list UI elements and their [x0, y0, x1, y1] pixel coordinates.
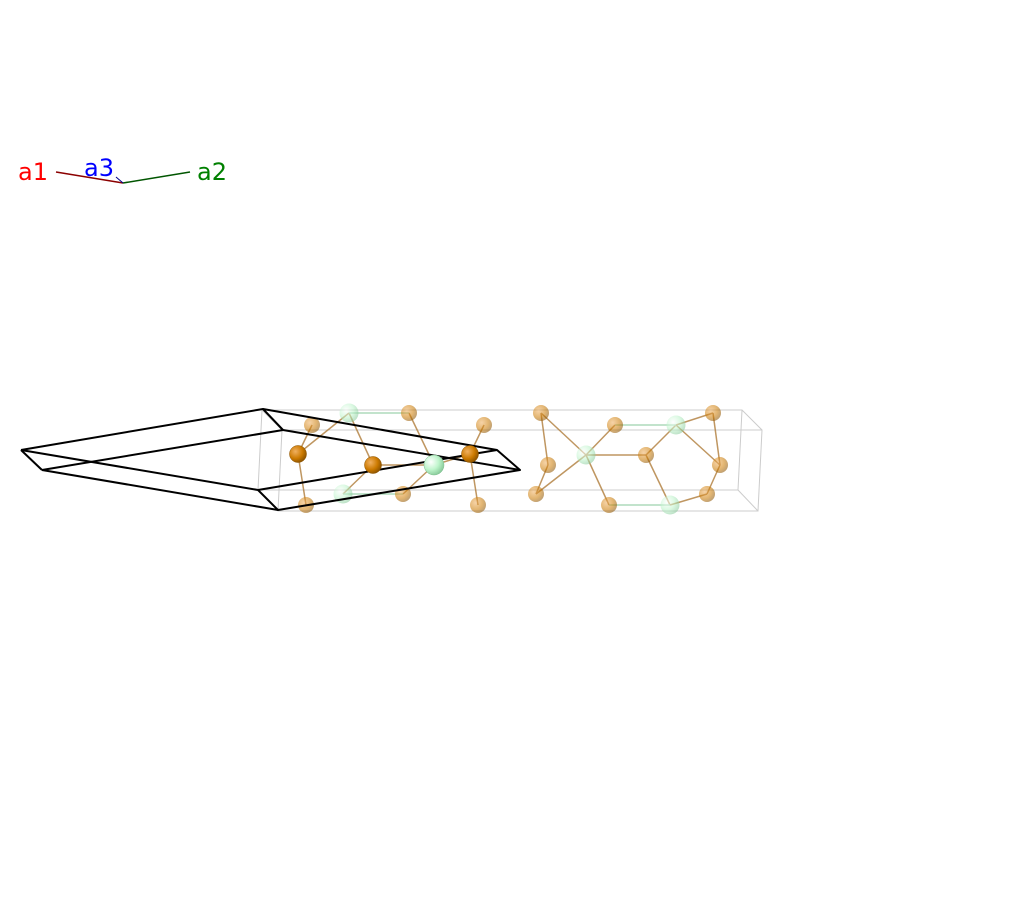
atom-ghost-green: [660, 495, 680, 515]
a1-axis-line: [55, 171, 124, 184]
atom-ghost-orange: [705, 405, 721, 421]
ghost-atoms: [298, 403, 728, 515]
atom-orange[interactable]: [289, 445, 307, 463]
cell-atoms: [289, 445, 479, 476]
atom-ghost-orange: [540, 457, 556, 473]
atom-ghost-green: [666, 415, 686, 435]
unit-cell-wireframe: [20, 408, 521, 511]
atom-ghost-orange: [476, 417, 492, 433]
a3-label: a3: [84, 154, 114, 182]
atom-orange[interactable]: [461, 445, 479, 463]
atom-orange[interactable]: [364, 456, 382, 474]
atom-ghost-orange: [304, 417, 320, 433]
atom-ghost-orange: [601, 497, 617, 513]
axes-triad-icon: a1 a3 a2: [18, 154, 227, 186]
atom-ghost-green: [339, 403, 359, 423]
a3-axis-line: [115, 176, 124, 184]
atom-ghost-orange: [528, 486, 544, 502]
atom-ghost-orange: [638, 447, 654, 463]
atom-ghost-orange: [470, 497, 486, 513]
atom-ghost-orange: [699, 486, 715, 502]
atom-ghost-green: [576, 445, 596, 465]
atom-ghost-orange: [712, 457, 728, 473]
atom-ghost-orange: [607, 417, 623, 433]
a2-axis-line: [122, 171, 191, 184]
a2-label: a2: [197, 158, 227, 186]
atom-green[interactable]: [423, 454, 445, 476]
atom-ghost-orange: [401, 405, 417, 421]
a1-label: a1: [18, 158, 48, 186]
atom-ghost-orange: [533, 405, 549, 421]
